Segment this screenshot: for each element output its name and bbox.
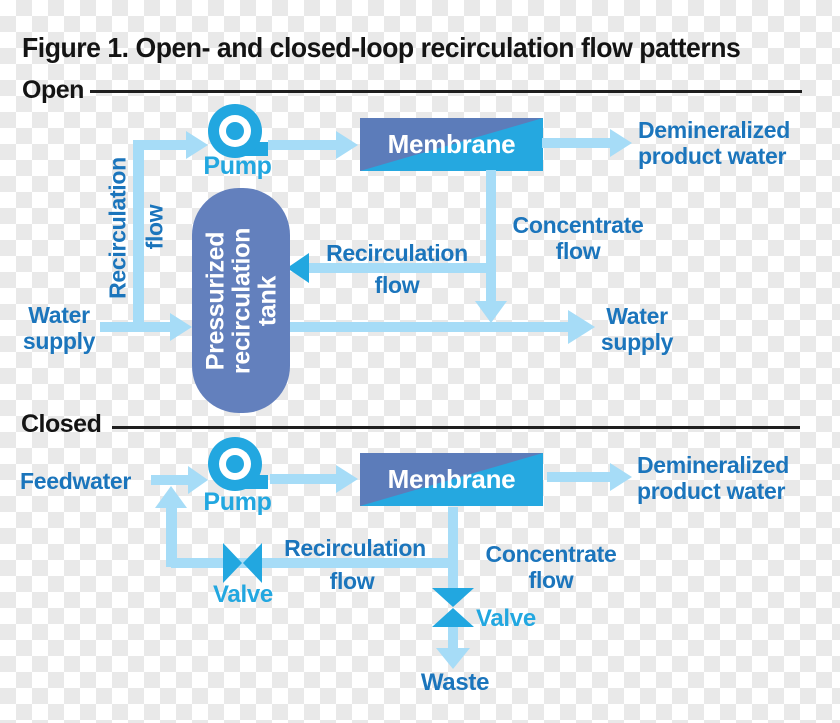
open-demineralized-line1: Demineralized [638,117,791,143]
closed-demineralized-line2: product water [637,478,786,504]
closed-waste-label: Waste [420,669,490,696]
closed-recirculation-label-line2-wrap: flow [272,568,432,594]
figure-title: Figure 1. Open- and closed-loop recircul… [22,32,741,63]
pump-icon-core [226,455,244,473]
closed-concentrate-line1: Concentrate [485,541,617,567]
open-concentrate-head [475,301,507,323]
open-water-supply-out-line1: Water [606,303,668,329]
closed-valve-recirculation-label: Valve [213,581,273,608]
open-section-rule [90,90,802,93]
valve-icon-waste-bottom-half [432,608,474,627]
closed-membrane-label: Membrane [387,464,516,494]
closed-section-rule [112,426,800,429]
open-recirculation-mid-label-line2-wrap: flow [317,272,477,298]
open-recirculation-left-label-line2: flow [141,204,168,250]
closed-recirculation-line [171,558,453,568]
open-concentrate-label: Concentrate flow [498,212,658,264]
open-water-supply-out-line2: supply [600,329,674,355]
membrane-box-open: Membrane [360,118,543,171]
open-water-supply-out-line [290,322,568,332]
open-water-supply-out-head [568,310,595,344]
tank-label-line3: tank [253,275,282,327]
open-demineralized-line2: product water [638,143,787,169]
valve-icon-recirculation-right-half [243,543,262,583]
closed-section-label: Closed [21,410,102,438]
membrane-gradient-shape [360,118,543,171]
closed-concentrate-label-line1-wrap: Concentrate [471,541,631,567]
closed-pump-to-membrane-head [336,465,358,493]
pump-icon-closed [208,437,262,491]
closed-pump-label: Pump [203,488,272,516]
open-membrane-out-head [610,129,632,157]
open-water-supply-in-line-shaft [100,322,170,332]
closed-feedwater-label: Feedwater [20,468,132,494]
open-recirculation-mid-line1: Recirculation [326,240,468,266]
membrane-gradient-shape [360,453,543,506]
open-membrane-label: Membrane [387,129,516,159]
closed-pump-to-membrane-line [270,474,336,484]
open-section-label: Open [22,76,84,104]
open-pump-to-membrane-line [268,140,336,150]
open-concentrate-line2: flow [555,238,601,264]
open-recirculation-mid-line2: flow [374,272,420,298]
open-recirculation-mid-label-line1-wrap: Recirculation [317,240,477,266]
closed-recirculation-line1: Recirculation [284,535,426,561]
valve-icon-waste-top-half [432,588,474,607]
open-recirculation-riser-line [133,140,144,332]
closed-concentrate-line [448,507,458,590]
open-recirculation-return-line [309,263,491,273]
closed-recirculation-line2: flow [329,568,375,594]
open-water-supply-in-line1: Water [28,302,90,328]
open-arrow-into-pump-head [186,131,208,159]
closed-membrane-out-head [610,463,632,491]
pump-icon-open [208,104,262,158]
open-pump-label: Pump [203,152,272,180]
closed-feedwater-line [151,475,188,485]
pressurized-recirculation-tank [192,188,290,413]
closed-concentrate-line2: flow [528,567,574,593]
closed-concentrate-label-line2-wrap: flow [471,567,631,593]
open-concentrate-line1: Concentrate [512,212,644,238]
closed-recirculation-riser-line [166,507,177,567]
tank-label-line2: recirculation [227,227,256,375]
tank-label: Pressurized recirculation tank [201,189,282,414]
open-water-supply-in-label: Water supply [14,302,104,354]
open-recirculation-top-line [133,140,186,150]
closed-recirculation-riser-head [155,486,187,508]
open-concentrate-line [486,170,496,301]
closed-demineralized-label: Demineralized product water [637,452,789,504]
valve-icon-recirculation-left-half [223,543,242,583]
open-demineralized-label: Demineralized product water [638,117,790,169]
membrane-box-closed: Membrane [360,453,543,506]
open-pump-to-membrane-head [336,131,358,159]
closed-demineralized-line1: Demineralized [637,452,790,478]
closed-valve-waste-label: Valve [476,605,536,632]
closed-feedwater-head [188,466,208,494]
open-recirculation-return-head [287,253,309,283]
pump-icon-core [226,122,244,140]
tank-label-line1: Pressurized [201,231,230,371]
open-membrane-out-line [542,138,610,148]
open-water-supply-out-label: Water supply [592,303,682,355]
open-recirculation-left-label-line1: Recirculation [104,157,131,299]
closed-membrane-out-line [547,472,610,482]
closed-recirculation-label-line1-wrap: Recirculation [275,535,435,561]
closed-waste-line [448,627,458,648]
closed-waste-head [436,648,470,669]
open-water-supply-in-line2: supply [22,328,96,354]
open-water-supply-in-head [170,313,192,341]
